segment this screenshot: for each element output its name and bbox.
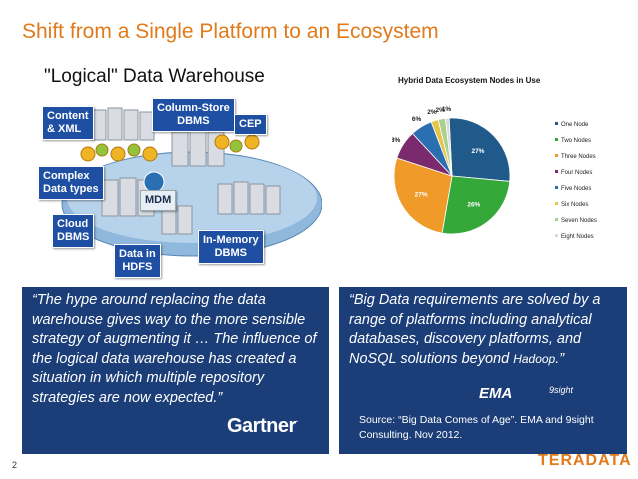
- legend-label-1: One Node: [561, 122, 589, 128]
- label-column-store: Column-Store DBMS: [152, 98, 235, 132]
- pie-label-1: 27%: [471, 148, 484, 155]
- ema-quote-panel: “Big Data requirements are solved by a r…: [339, 287, 627, 454]
- legend-swatch-6: [555, 202, 558, 205]
- label-cep: CEP: [234, 114, 267, 135]
- ema-quote-main: “Big Data requirements are solved by a r…: [349, 292, 601, 367]
- ema-quote-hadoop: Hadoop: [513, 351, 556, 366]
- legend-label-6: Six Nodes: [561, 202, 588, 208]
- legend-swatch-4: [555, 170, 558, 173]
- label-mdm: MDM: [140, 190, 177, 211]
- legend-label-4: Four Nodes: [561, 170, 592, 176]
- label-cloud: Cloud DBMS: [52, 214, 95, 248]
- label-hdfs: Data in HDFS: [114, 244, 161, 278]
- gartner-quote-panel: “The hype around replacing the data ware…: [22, 287, 329, 454]
- label-in-memory: In-Memory DBMS: [198, 230, 264, 264]
- slide-subtitle: "Logical" Data Warehouse: [44, 66, 265, 87]
- ninesight-logo-text: 9sight: [549, 385, 574, 395]
- pie-slice-2: [441, 175, 511, 235]
- gartner-logo: Gartner.: [227, 415, 298, 438]
- pie-label-2: 26%: [467, 202, 480, 209]
- ecosystem-ellipse-inner: [67, 153, 317, 243]
- label-complex-data: Complex Data types: [38, 166, 104, 200]
- legend-swatch-1: [555, 122, 558, 125]
- teradata-logo: TERADATA: [538, 452, 632, 469]
- server-racks: [91, 107, 281, 235]
- legend-label-2: Two Nodes: [561, 138, 591, 144]
- ema-quote-end: .”: [555, 350, 565, 367]
- ninesight-logo: 9sight: [549, 385, 573, 395]
- pie-label-4: 8%: [392, 137, 400, 144]
- diagram-graphic: [61, 107, 323, 257]
- pie-slice-1: [448, 117, 511, 182]
- pie-label-3: 27%: [415, 192, 428, 199]
- legend-swatch-7: [555, 218, 558, 221]
- ema-logo: EMA: [479, 385, 512, 402]
- page-number: 2: [12, 460, 18, 470]
- legend-swatch-2: [555, 138, 558, 141]
- gears: [80, 134, 260, 162]
- pie-label-8: 1%: [442, 106, 452, 113]
- legend-label-8: Eight Nodes: [561, 234, 594, 240]
- legend-label-5: Five Nodes: [561, 186, 591, 192]
- pie-label-5: 6%: [412, 116, 422, 123]
- pie-label-7: 2%: [436, 107, 446, 114]
- ema-quote: “Big Data requirements are solved by a r…: [349, 291, 621, 369]
- legend-swatch-5: [555, 186, 558, 189]
- pie-slice-8: [444, 117, 453, 177]
- ema-logo-text: EMA: [479, 385, 513, 402]
- source-citation: Source: “Big Data Comes of Age”. EMA and…: [359, 414, 594, 441]
- chart-title: Hybrid Data Ecosystem Nodes in Use: [398, 76, 541, 85]
- legend-label-7: Seven Nodes: [561, 218, 597, 224]
- legend-swatch-3: [555, 154, 558, 157]
- pie-slice-3: [393, 157, 453, 234]
- logical-dw-diagram: Content & XML Column-Store DBMS CEP Comp…: [22, 92, 323, 280]
- gartner-logo-reg: .: [295, 415, 298, 424]
- slide-title: Shift from a Single Platform to an Ecosy…: [22, 20, 439, 43]
- legend-swatch-8: [555, 234, 558, 237]
- legend-label-3: Three Nodes: [561, 154, 596, 160]
- label-content-xml: Content & XML: [42, 106, 94, 140]
- pie-label-6: 2%: [427, 109, 437, 116]
- gartner-logo-text: Gartner: [227, 415, 296, 437]
- gartner-quote: “The hype around replacing the data ware…: [32, 292, 317, 406]
- mdm-hub-icon: [143, 171, 165, 193]
